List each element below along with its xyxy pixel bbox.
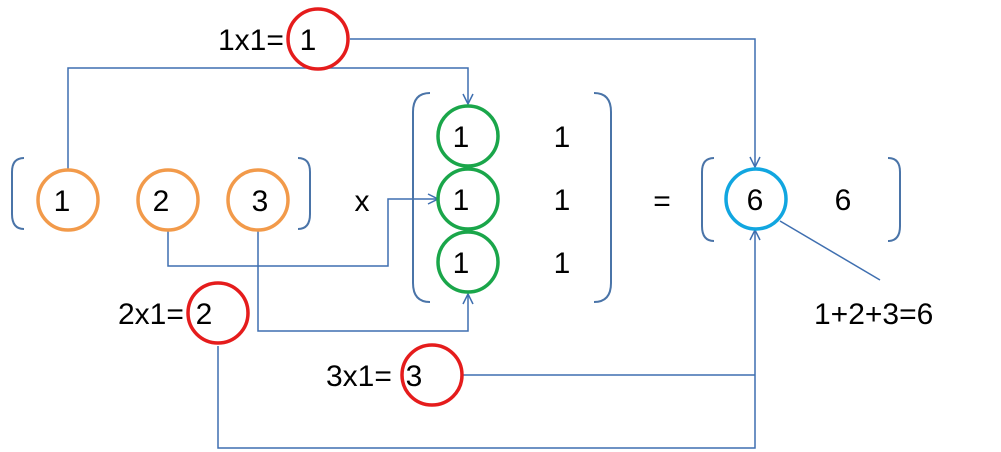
product-2-ring: [186, 281, 250, 345]
matrix-right-bracket: [593, 92, 612, 303]
row-vector: 1 2 3: [36, 168, 290, 232]
product-2-label: 2x1=: [118, 298, 184, 331]
connector-row-1-to-matrix-top: [67, 67, 468, 170]
matrix-cell-3-2: 1: [554, 247, 571, 280]
product-3-ring: [400, 343, 464, 407]
result-value-2: 6: [835, 184, 852, 217]
connector-row-3-to-matrix-bottom: [257, 230, 468, 332]
product-2-value: 2: [196, 298, 213, 331]
row-vector-ring-3: [226, 168, 290, 232]
brackets: [11, 92, 901, 303]
matrix-cell-2-1: 1: [453, 184, 470, 217]
row-vector-right-bracket: [297, 157, 311, 230]
matrix: 1 1 1 1 1 1: [436, 104, 571, 294]
result-value-1: 6: [747, 184, 764, 217]
connectors: [67, 38, 881, 449]
matrix-cell-2-2: 1: [554, 184, 571, 217]
product-3: 3x1= 3: [326, 343, 464, 407]
result-vector: 6 6: [724, 167, 852, 231]
connector-product-1-to-result: [350, 38, 755, 167]
matrix-cell-3-1: 1: [453, 247, 470, 280]
row-vector-value-1: 1: [54, 185, 71, 218]
connector-product-2-to-result: [217, 230, 755, 449]
product-1-ring: [286, 7, 350, 71]
product-3-value: 3: [406, 360, 423, 393]
matrix-left-bracket: [412, 92, 431, 303]
product-1: 1x1= 1: [218, 7, 350, 71]
matrix-cell-1-2: 1: [554, 121, 571, 154]
times-sign: x: [355, 185, 370, 218]
matrix-ring-row-3: [436, 230, 500, 294]
result-right-bracket: [887, 157, 901, 242]
row-vector-value-3: 3: [252, 185, 269, 218]
matrix-ring-row-2: [436, 167, 500, 231]
product-1-value: 1: [300, 24, 317, 57]
product-2: 2x1= 2: [118, 281, 250, 345]
equals-sign: =: [653, 185, 671, 218]
product-1-label: 1x1=: [218, 24, 284, 57]
result-ring-1: [724, 167, 788, 231]
row-vector-ring-1: [36, 168, 100, 232]
row-vector-value-2: 2: [153, 185, 170, 218]
connector-row-2-to-matrix-middle: [167, 199, 438, 267]
matrix-ring-row-1: [436, 104, 500, 168]
matrix-cell-1-1: 1: [453, 121, 470, 154]
product-3-label: 3x1=: [326, 360, 392, 393]
row-vector-ring-2: [136, 168, 200, 232]
result-left-bracket: [701, 157, 715, 242]
connector-result-to-sum-note: [779, 220, 881, 281]
sum-note: 1+2+3=6: [814, 298, 933, 331]
row-vector-left-bracket: [11, 157, 25, 230]
